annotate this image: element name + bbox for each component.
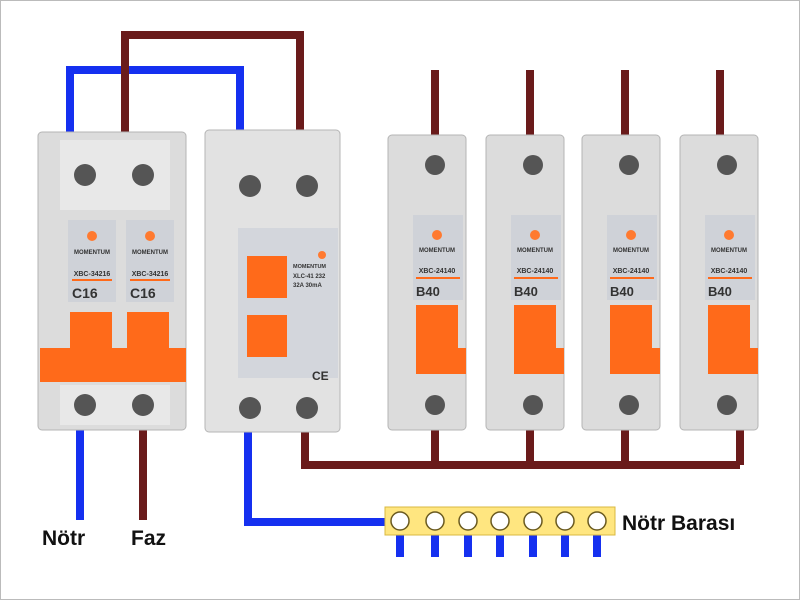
phase-distribution-wire: [301, 425, 744, 469]
terminal-screw: [239, 175, 261, 197]
terminal-screw: [239, 397, 261, 419]
terminal-screw: [717, 155, 737, 175]
brand-label: MOMENTUM: [132, 250, 168, 256]
terminal-screw: [717, 395, 737, 415]
sun-logo-icon: [432, 230, 442, 240]
residual-current-device[interactable]: MOMENTUM XLC-41 232 32A 30mA CE: [204, 129, 341, 433]
neutral-wire-top: [66, 66, 244, 145]
rating-label: B40: [514, 284, 538, 299]
terminal-screw: [425, 155, 445, 175]
rating-label: B40: [708, 284, 732, 299]
neutral-label: Nötr: [42, 527, 85, 550]
rating-label: C16: [72, 285, 98, 301]
terminal-screw: [425, 395, 445, 415]
model-label: XBC-34216: [74, 271, 111, 278]
brand-label: MOMENTUM: [517, 248, 553, 254]
toggle-lever[interactable]: [40, 348, 186, 382]
brand-label: MOMENTUM: [74, 250, 110, 256]
terminal-screw: [619, 155, 639, 175]
terminal-screw: [523, 395, 543, 415]
brand-label: MOMENTUM: [419, 248, 455, 254]
model-label: XBC-24140: [517, 268, 554, 275]
neutral-to-bar-wire: [244, 425, 390, 526]
terminal-screw: [296, 175, 318, 197]
rating-label: B40: [416, 284, 440, 299]
terminal-screw: [619, 395, 639, 415]
toggle-lever[interactable]: [247, 315, 287, 357]
neutral-bar: [384, 506, 616, 536]
rating-label: B40: [610, 284, 634, 299]
neutral-bar-outputs: [396, 535, 601, 557]
brand-label: MOMENTUM: [293, 264, 326, 270]
sun-logo-icon: [724, 230, 734, 240]
toggle-lever[interactable]: [708, 348, 758, 374]
phase-label: Faz: [131, 527, 166, 550]
main-breaker[interactable]: MOMENTUM MOMENTUM XBC-34216 XBC-34216 C1…: [37, 131, 187, 431]
sun-logo-icon: [318, 251, 326, 259]
terminal-screw: [296, 397, 318, 419]
spec-label: 32A 30mA: [293, 283, 322, 289]
neutral-bar-label: Nötr Barası: [622, 512, 735, 535]
toggle-lever[interactable]: [610, 348, 660, 374]
terminal-screw: [523, 155, 543, 175]
toggle-lever[interactable]: [416, 348, 466, 374]
model-label: XBC-34216: [132, 271, 169, 278]
model-label: XBC-24140: [419, 268, 456, 275]
terminal-screw: [132, 164, 154, 186]
brand-label: MOMENTUM: [613, 248, 649, 254]
sun-logo-icon: [145, 231, 155, 241]
terminal-screw: [74, 164, 96, 186]
rating-label: C16: [130, 285, 156, 301]
ce-mark: CE: [312, 369, 329, 383]
model-label: XBC-24140: [613, 268, 650, 275]
model-label: XLC-41 232: [293, 274, 326, 280]
terminal-screw: [74, 394, 96, 416]
model-label: XBC-24140: [711, 268, 748, 275]
sun-logo-icon: [530, 230, 540, 240]
sun-logo-icon: [626, 230, 636, 240]
brand-label: MOMENTUM: [711, 248, 747, 254]
phase-wire-top: [121, 31, 304, 145]
phase-feed-wires: [431, 70, 724, 145]
terminal-screw: [132, 394, 154, 416]
sun-logo-icon: [87, 231, 97, 241]
toggle-lever[interactable]: [514, 348, 564, 374]
